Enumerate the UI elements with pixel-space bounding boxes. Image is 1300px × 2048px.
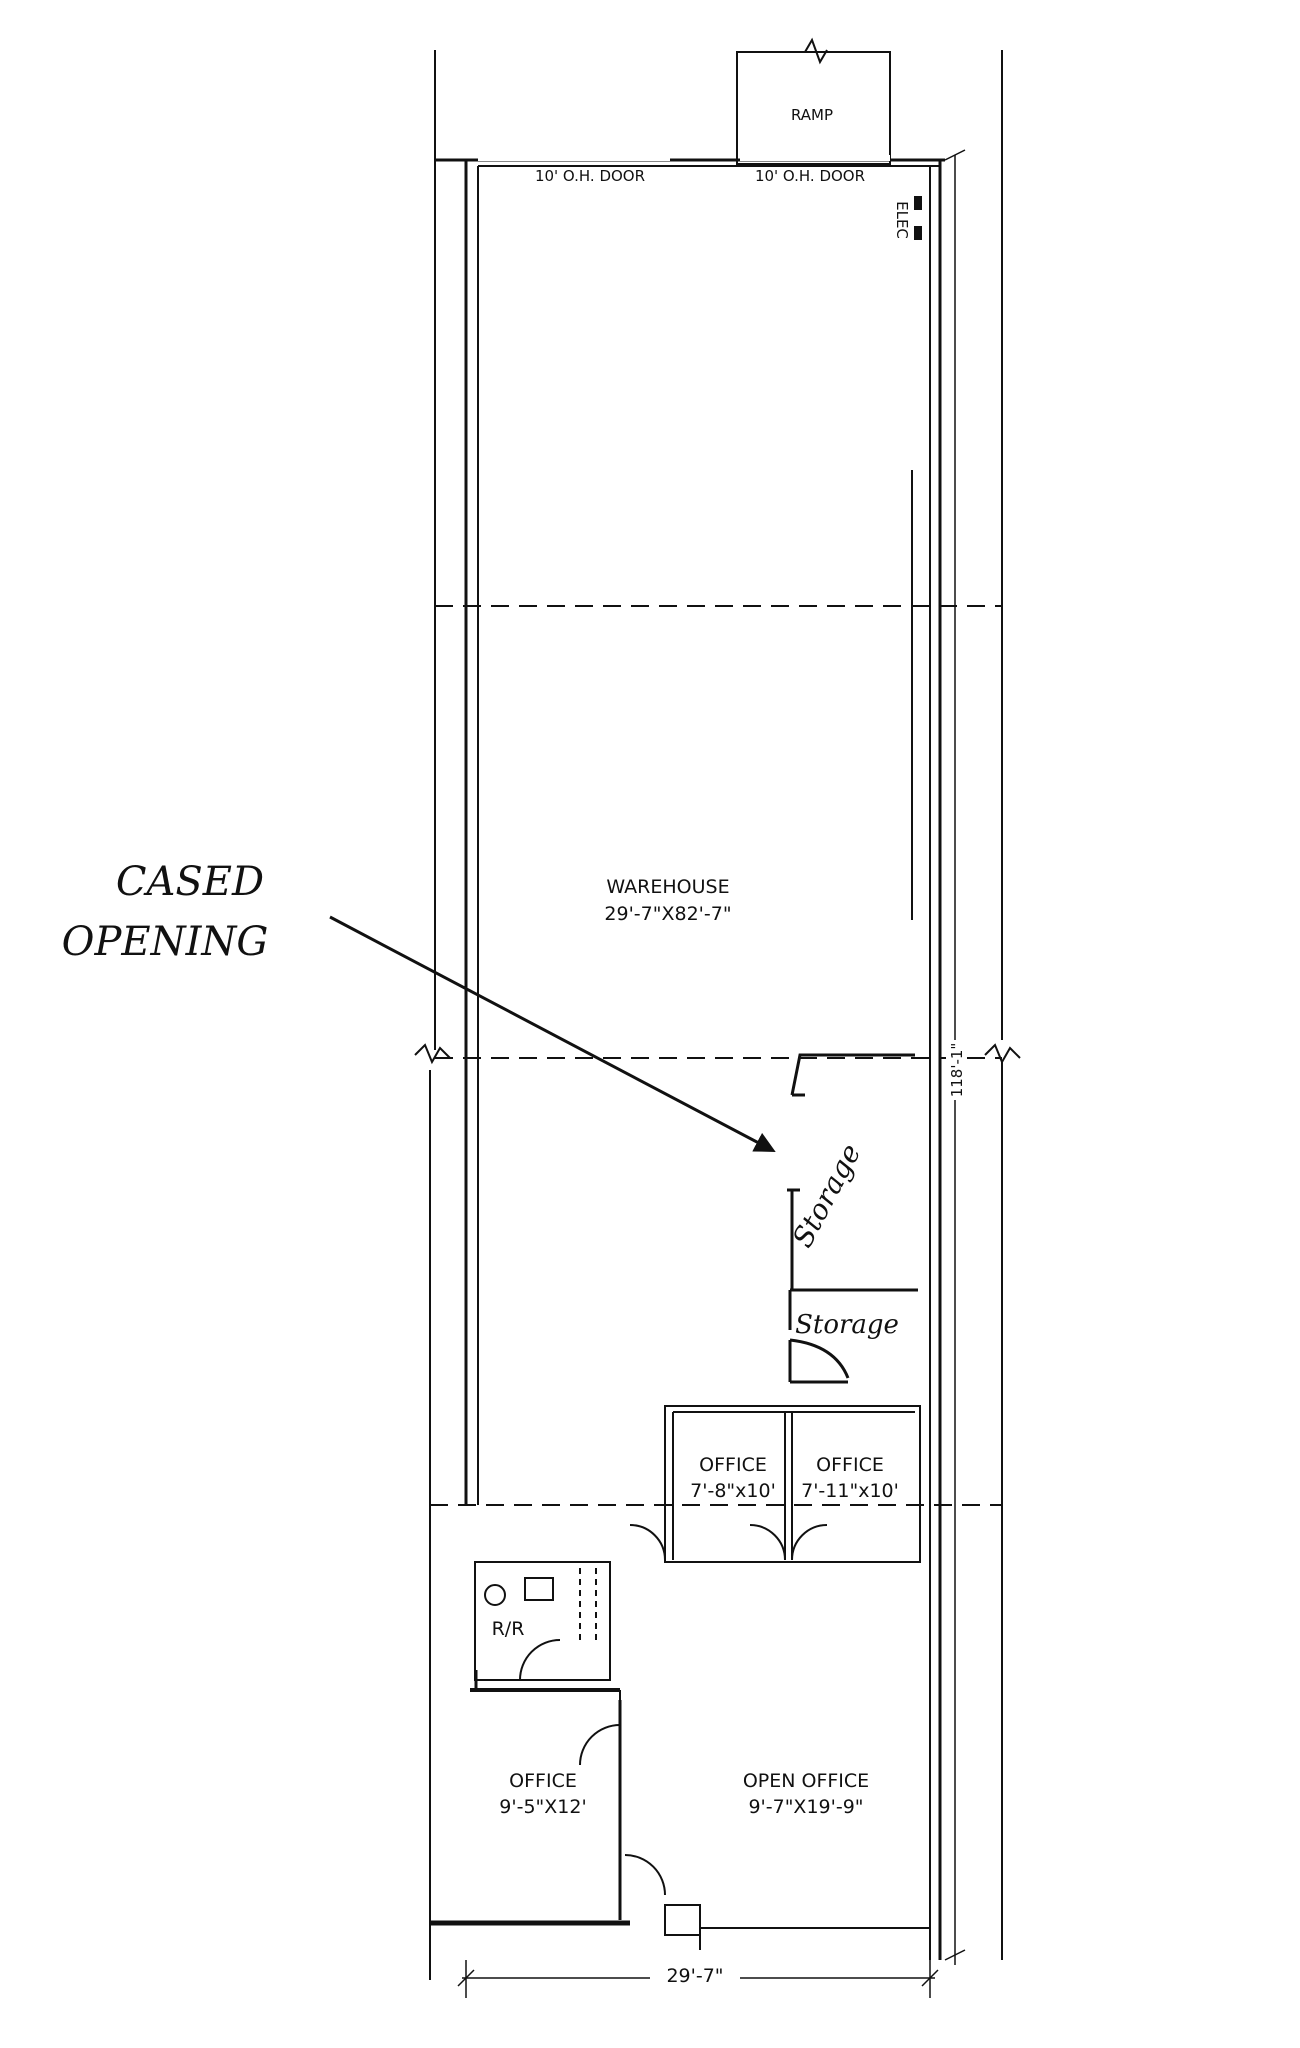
dashed-grid-lines bbox=[430, 605, 1002, 1506]
ramp: RAMP bbox=[736, 37, 891, 165]
cased-label-line2: OPENING bbox=[62, 919, 269, 965]
restroom-label: R/R bbox=[492, 1618, 525, 1640]
office-b-label: OFFICE bbox=[816, 1454, 884, 1476]
open-office-label: OPEN OFFICE bbox=[743, 1770, 869, 1792]
small-offices bbox=[629, 1405, 921, 1563]
open-office-size: 9'-7"X19'-9" bbox=[748, 1796, 863, 1818]
office-c-label: OFFICE bbox=[509, 1770, 577, 1792]
outer-walls bbox=[429, 50, 1003, 1980]
office-b-size: 7'-11"x10' bbox=[801, 1480, 899, 1502]
office-a-size: 7'-8"x10' bbox=[690, 1480, 776, 1502]
break-symbols bbox=[414, 1043, 1021, 1065]
dimension-length: 118'-1" bbox=[944, 149, 966, 1965]
elec-label: ELEC bbox=[893, 201, 911, 239]
storage-walls bbox=[787, 1053, 918, 1384]
storage-label-upper: Storage bbox=[786, 1138, 868, 1252]
lower-offices bbox=[470, 1688, 701, 1936]
warehouse-size: 29'-7"X82'-7" bbox=[604, 903, 731, 925]
door-label-right: 10' O.H. DOOR bbox=[755, 167, 865, 185]
dimension-width-label: 29'-7" bbox=[666, 1965, 723, 1987]
office-c-size: 9'-5"X12' bbox=[499, 1796, 586, 1818]
elec-panel: ELEC bbox=[893, 196, 922, 240]
ramp-label: RAMP bbox=[791, 106, 833, 124]
restroom bbox=[474, 1561, 611, 1690]
dimension-length-label: 118'-1" bbox=[948, 1043, 966, 1098]
storage-label-lower: Storage bbox=[795, 1310, 899, 1340]
office-a-label: OFFICE bbox=[699, 1454, 767, 1476]
cased-opening-arrow bbox=[329, 915, 776, 1152]
cased-label-line1: CASED bbox=[116, 859, 264, 905]
door-label-left: 10' O.H. DOOR bbox=[535, 167, 645, 185]
building-walls bbox=[430, 158, 945, 1960]
warehouse-label: WAREHOUSE bbox=[606, 876, 729, 898]
dimension-width: 29'-7" bbox=[457, 1960, 939, 1998]
